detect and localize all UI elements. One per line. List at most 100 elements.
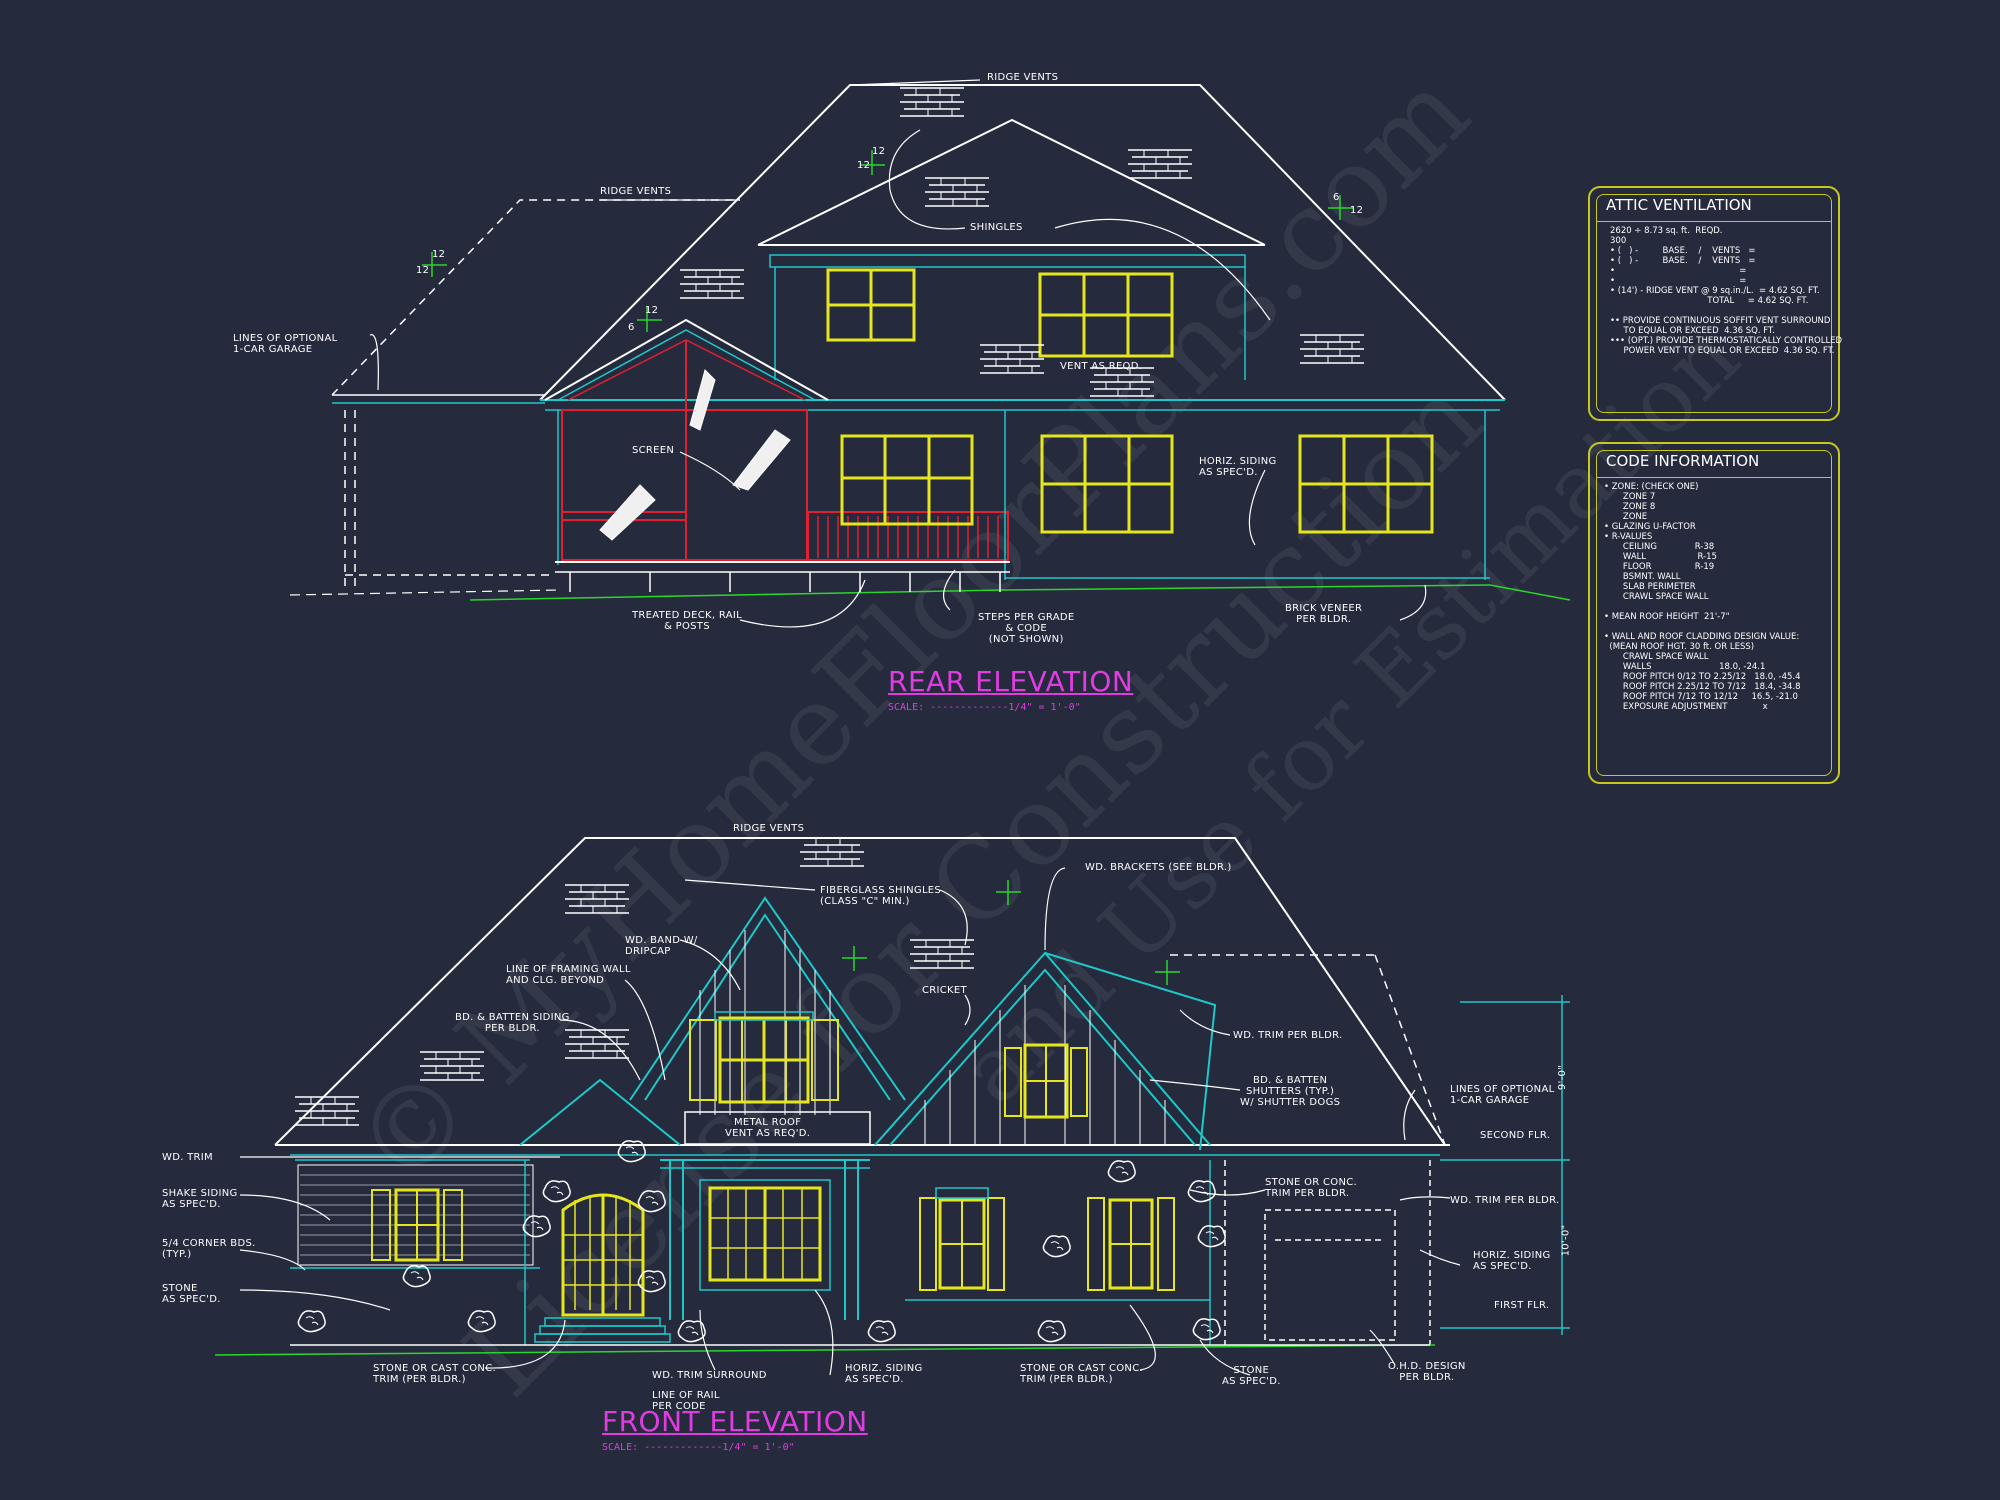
attic-ventilation-line: •• PROVIDE CONTINUOUS SOFFIT VENT SURROU… — [1610, 316, 1831, 326]
rear-note-ridge-vents-left: RIDGE VENTS — [600, 186, 672, 197]
front-elevation — [214, 837, 1570, 1376]
front-note-stone-conc: STONE OR CONC. TRIM PER BLDR. — [1265, 1177, 1357, 1199]
code-information-line: WALL R-15 — [1604, 552, 1717, 562]
front-note-framing: LINE OF FRAMING WALL AND CLG. BEYOND — [506, 964, 631, 986]
attic-ventilation-line: • = — [1610, 266, 1747, 276]
rear-note-deck: TREATED DECK, RAIL & POSTS — [632, 610, 742, 632]
front-elevation-title: FRONT ELEVATION — [602, 1405, 868, 1438]
front-entry-door — [561, 1193, 645, 1317]
front-note-shutters: BD. & BATTEN SHUTTERS (TYP.) W/ SHUTTER … — [1240, 1075, 1341, 1108]
front-note-ohd: O.H.D. DESIGN PER BLDR. — [1388, 1361, 1466, 1383]
rear-pitch-gable-run: 12 — [645, 305, 659, 316]
code-information-line: FLOOR R-19 — [1604, 562, 1715, 572]
code-information-line: CRAWL SPACE WALL — [1604, 652, 1709, 662]
front-note-corner: 5/4 CORNER BDS. (TYP.) — [162, 1238, 256, 1260]
attic-ventilation-line: ••• (OPT.) PROVIDE THERMOSTATICALLY CONT… — [1610, 336, 1843, 346]
code-information-line: ZONE 7 — [1604, 492, 1656, 502]
attic-ventilation-line: • = — [1610, 276, 1747, 286]
front-note-batten: BD. & BATTEN SIDING PER BLDR. — [455, 1012, 570, 1034]
code-information-notes: • ZONE: (CHECK ONE) ZONE 7 ZONE 8 ZONE• … — [1604, 482, 1801, 712]
attic-ventilation-line: POWER VENT TO EQUAL OR EXCEED 4.36 SQ. F… — [1610, 346, 1835, 356]
rear-pitch-main-rise: 12 — [872, 146, 886, 157]
attic-ventilation-line: • ( ) - BASE. / VENTS = — [1610, 256, 1756, 266]
rear-pitch-upper-run: 12 — [1350, 205, 1364, 216]
front-dim-lower: 10'-0" — [1560, 1224, 1572, 1257]
rear-note-horiz-siding: HORIZ. SIDING AS SPEC'D. — [1199, 456, 1277, 478]
rear-note-vent: VENT AS REQD. — [1060, 361, 1143, 372]
front-left-window — [371, 1188, 463, 1262]
rear-note-steps: STEPS PER GRADE & CODE (NOT SHOWN) — [978, 612, 1075, 645]
front-note-stone-2: STONE AS SPEC'D. — [1222, 1365, 1281, 1387]
code-information-line: ROOF PITCH 7/12 TO 12/12 16.5, -21.0 — [1604, 692, 1798, 702]
code-information-title: CODE INFORMATION — [1606, 452, 1760, 470]
rear-elevation-scale: SCALE: -------------1/4" = 1'-0" — [888, 702, 1081, 713]
front-note-stone: STONE AS SPEC'D. — [162, 1283, 221, 1305]
code-information-panel: CODE INFORMATION • ZONE: (CHECK ONE) ZON… — [1588, 442, 1840, 784]
code-information-line: CRAWL SPACE WALL — [1604, 592, 1709, 602]
rear-pitch-gable-rise: 6 — [628, 322, 635, 333]
front-note-band: WD. BAND W/ DRIPCAP — [625, 935, 698, 957]
rear-window-3 — [1298, 434, 1434, 534]
code-information-line: • MEAN ROOF HEIGHT 21'-7" — [1604, 612, 1730, 622]
rear-pitch-upper-rise: 6 — [1333, 192, 1340, 203]
rear-pitch-left-run: 12 — [416, 265, 430, 276]
rear-pitch-main-run: 12 — [857, 160, 871, 171]
code-information-line: ROOF PITCH 0/12 TO 2.25/12 18.0, -45.4 — [1604, 672, 1801, 682]
front-note-first-flr: FIRST FLR. — [1494, 1300, 1550, 1311]
front-note-ridge-vents: RIDGE VENTS — [733, 823, 805, 834]
rear-note-optional-garage: LINES OF OPTIONAL 1-CAR GARAGE — [233, 333, 338, 355]
attic-ventilation-line: • (14') - RIDGE VENT @ 9 sq.in./L. = 4.6… — [1610, 286, 1820, 296]
front-note-second-flr: SECOND FLR. — [1480, 1130, 1551, 1141]
front-note-shake: SHAKE SIDING AS SPEC'D. — [162, 1188, 238, 1210]
code-information-line — [1604, 602, 1801, 612]
rear-upper-window-right — [1038, 272, 1174, 358]
attic-ventilation-title: ATTIC VENTILATION — [1606, 196, 1752, 214]
front-dim-upper: 9'-0" — [1557, 1064, 1569, 1091]
code-information-line: BSMNT. WALL — [1604, 572, 1681, 582]
attic-ventilation-line: 300 — [1610, 236, 1627, 246]
front-note-optional-garage: LINES OF OPTIONAL 1-CAR GARAGE — [1450, 1084, 1555, 1106]
code-information-line: EXPOSURE ADJUSTMENT x — [1604, 702, 1768, 712]
attic-ventilation-line: • ( ) - BASE. / VENTS = — [1610, 246, 1756, 256]
attic-ventilation-line: TOTAL = 4.62 SQ. FT. — [1610, 296, 1809, 306]
rear-window-2 — [1040, 434, 1174, 534]
rear-window-1 — [840, 434, 974, 526]
code-information-line: • ZONE: (CHECK ONE) — [1604, 482, 1699, 492]
front-note-trim-surround: WD. TRIM SURROUND — [652, 1370, 767, 1381]
front-note-cast-right: STONE OR CAST CONC. TRIM (PER BLDR.) — [1020, 1363, 1143, 1385]
code-information-line: • R-VALUES — [1604, 532, 1653, 542]
front-note-fiberglass: FIBERGLASS SHINGLES (CLASS "C" MIN.) — [820, 885, 942, 907]
code-information-line: ROOF PITCH 2.25/12 TO 7/12 18.4, -34.8 — [1604, 682, 1801, 692]
front-right-window-2 — [1087, 1197, 1175, 1291]
attic-ventilation-notes: 2620 ÷ 8.73 sq. ft. REQD.300• ( ) - BASE… — [1610, 226, 1842, 356]
code-information-line: ZONE 8 — [1604, 502, 1656, 512]
code-information-line: • GLAZING U-FACTOR — [1604, 522, 1696, 532]
attic-ventilation-line — [1610, 306, 1842, 316]
code-information-line: (MEAN ROOF HGT. 30 ft. OR LESS) — [1604, 642, 1755, 652]
front-note-wd-trim-bldr-2: WD. TRIM PER BLDR. — [1450, 1195, 1560, 1206]
code-information-line: • WALL AND ROOF CLADDING DESIGN VALUE: — [1604, 632, 1800, 642]
rear-note-shingles: SHINGLES — [970, 222, 1023, 233]
front-note-rail: LINE OF RAIL PER CODE — [652, 1390, 720, 1412]
attic-ventilation-line: TO EQUAL OR EXCEED 4.36 SQ. FT. — [1610, 326, 1775, 336]
front-note-cast-left: STONE OR CAST CONC. TRIM (PER BLDR.) — [373, 1363, 496, 1385]
code-information-line: ZONE — [1604, 512, 1648, 522]
front-note-brackets: WD. BRACKETS (SEE BLDR.) — [1085, 862, 1232, 873]
code-information-line: WALLS 18.0, -24.1 — [1604, 662, 1766, 672]
front-note-trim-bldr: WD. TRIM PER BLDR. — [1233, 1030, 1343, 1041]
front-note-metal-roof: METAL ROOF VENT AS REQ'D. — [725, 1117, 811, 1139]
front-upper-window — [689, 1016, 839, 1104]
front-note-horiz-2: HORIZ. SIDING AS SPEC'D. — [845, 1363, 923, 1385]
front-note-horiz: HORIZ. SIDING AS SPEC'D. — [1473, 1250, 1551, 1272]
rear-elevation-title: REAR ELEVATION — [888, 665, 1134, 698]
rear-note-brick: BRICK VENEER PER BLDR. — [1285, 603, 1363, 625]
front-right-window-1 — [919, 1187, 1005, 1291]
front-elevation-scale: SCALE: -------------1/4" = 1'-0" — [602, 1442, 795, 1453]
front-right-gable-window — [1004, 1043, 1088, 1119]
code-information-line: SLAB PERIMETER — [1604, 582, 1696, 592]
attic-ventilation-panel: ATTIC VENTILATION 2620 ÷ 8.73 sq. ft. RE… — [1588, 186, 1842, 421]
code-information-line: CEILING R-38 — [1604, 542, 1715, 552]
front-center-window — [699, 1179, 831, 1291]
